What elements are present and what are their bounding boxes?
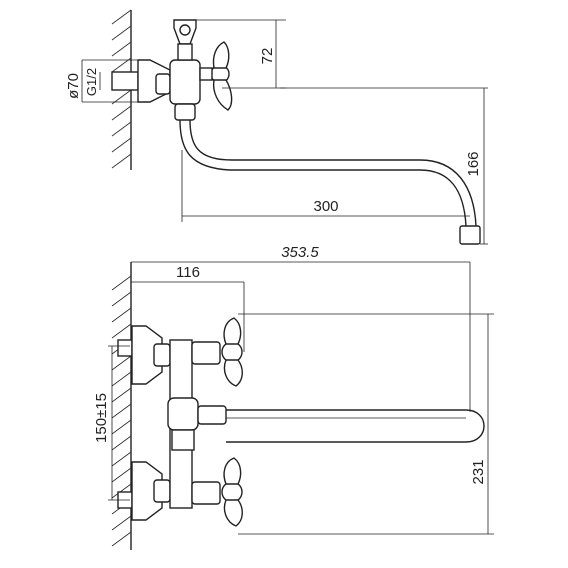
bottom-upper-handle-hub (221, 341, 243, 363)
dim-300-label: 300 (313, 198, 338, 215)
dim-353-label: 353.5 (281, 244, 319, 261)
dim-231-label: 231 (470, 459, 487, 484)
top-dimension-lines (81, 19, 488, 245)
dim-150-label: 150±15 (93, 393, 110, 443)
bottom-lower-handle-lever (223, 457, 242, 485)
top-spout (179, 119, 467, 227)
top-nut (155, 73, 171, 95)
top-wall-pipe (111, 71, 139, 91)
top-side-view: 72 166 300 ø70 G1/2 (65, 9, 488, 245)
bottom-upper-handle-lever (223, 317, 242, 345)
dim-thread-label: G1/2 (84, 68, 99, 96)
bottom-spout (226, 409, 485, 443)
dim-72-label: 72 (259, 48, 276, 65)
bottom-lower-flange (131, 461, 163, 521)
bottom-upper-flange (131, 325, 163, 385)
top-body (169, 59, 201, 105)
bottom-dimension-lines (108, 261, 494, 535)
top-handle-lever-down (212, 79, 233, 111)
top-handle-lever-up (212, 41, 230, 69)
bottom-lower-handle-hub (221, 481, 243, 503)
dim-116-label: 116 (176, 264, 200, 281)
bottom-front-view: 353.5 116 231 150±15 (93, 244, 494, 550)
top-spout-aerator (459, 225, 481, 245)
dim-diameter-label: ø70 (65, 73, 82, 99)
dim-166-label: 166 (465, 151, 482, 176)
top-diverter (174, 103, 196, 121)
bottom-diverter (167, 397, 199, 431)
